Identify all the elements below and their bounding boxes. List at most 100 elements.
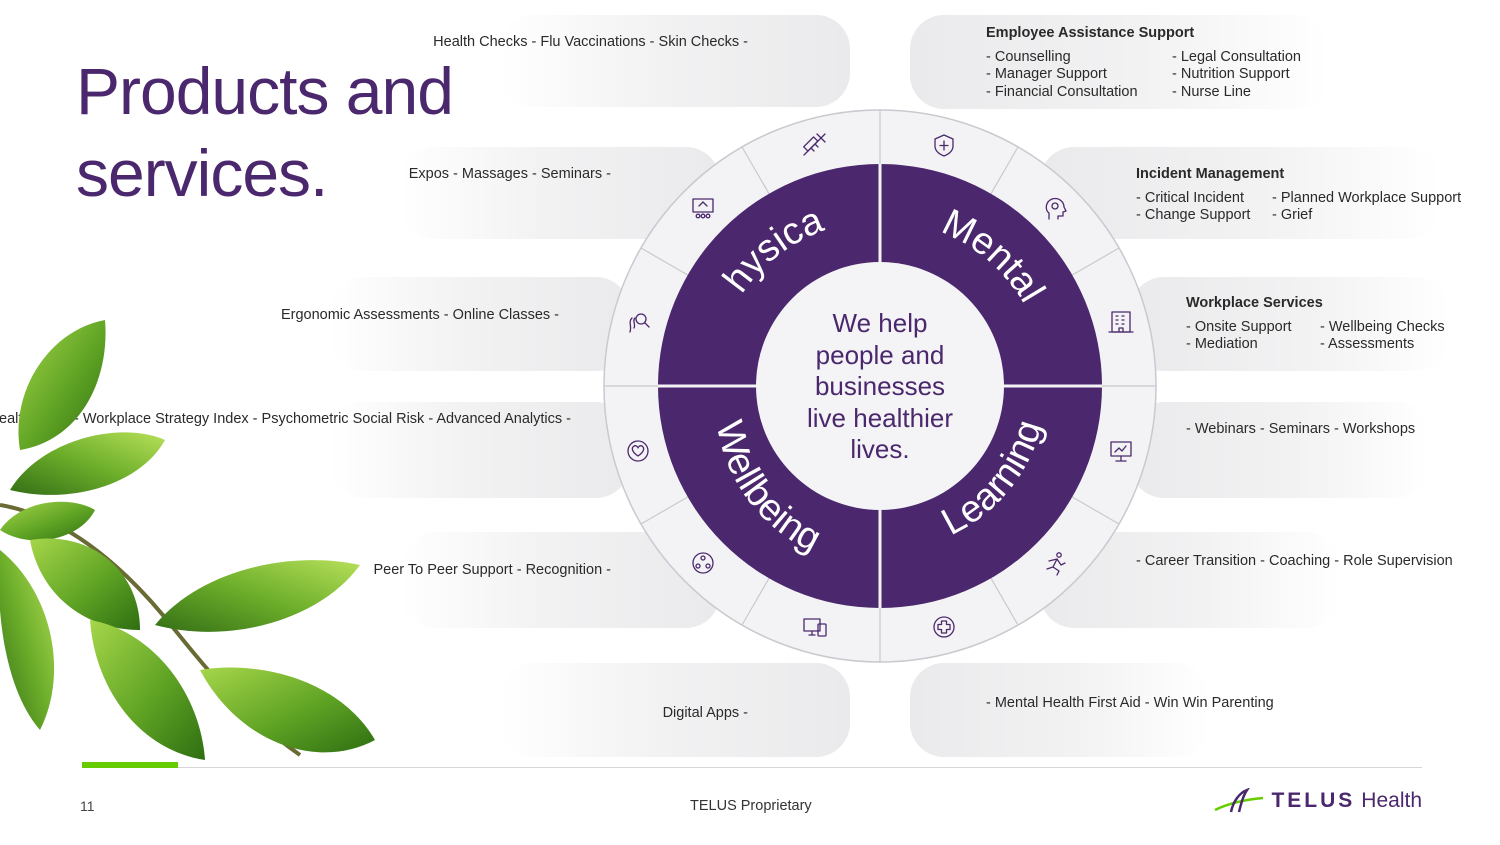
ergonomic-search-icon <box>629 313 650 333</box>
leaf <box>0 550 55 730</box>
label-item: Online Classes - <box>452 307 559 323</box>
label-item: - Win Win Parenting <box>1144 695 1274 711</box>
label-item: - Mediation <box>1186 336 1258 352</box>
group-presentation-icon <box>692 198 714 219</box>
band-eas <box>910 15 1330 109</box>
label-group-incident: Incident Management - Critical Incident … <box>1136 166 1461 225</box>
label-item: Flu Vaccinations - <box>540 34 655 50</box>
label-item: - Nurse Line <box>1172 83 1251 100</box>
ring-divider <box>1071 247 1120 277</box>
group-heading: Employee Assistance Support <box>986 25 1195 41</box>
label-item: - Role Supervision <box>1334 553 1453 569</box>
telus-swoosh-icon <box>1214 788 1264 813</box>
leaf <box>200 667 375 753</box>
label-item: - Financial Consultation <box>986 83 1138 100</box>
ring-divider <box>640 495 689 525</box>
label-item: Digital Apps - <box>662 705 748 721</box>
leaf <box>10 432 165 495</box>
label-item: - Assessments <box>1320 336 1415 352</box>
people-circle-icon <box>692 552 714 574</box>
label-item: - Planned Workplace Support <box>1272 189 1462 206</box>
presentation-screen-icon <box>1110 441 1132 462</box>
label-item: - Workshops <box>1334 421 1416 437</box>
label-item: - Critical Incident <box>1136 189 1244 206</box>
title-line-2: services. <box>76 136 328 210</box>
band-webinars <box>1130 402 1430 498</box>
syringe-icon <box>803 133 826 156</box>
label-item: Expos - <box>408 166 458 182</box>
label-item: Ergonomic Assessments - <box>280 307 449 323</box>
label-item: - Wellbeing Checks <box>1320 318 1445 335</box>
logo-wordmark: TELUS <box>1271 789 1356 812</box>
band-health-checks <box>500 15 850 107</box>
label-group-career: - Career Transition - Coaching - Role Su… <box>1136 553 1453 571</box>
label-item: - Legal Consultation <box>1172 48 1301 65</box>
proprietary-notice: TELUS Proprietary <box>690 798 812 814</box>
logo-health-text: Health <box>1361 789 1422 812</box>
leaves-illustration <box>0 320 375 760</box>
ring-divider <box>741 146 771 195</box>
center-line: live healthier <box>807 403 953 433</box>
ring-divider <box>640 247 689 277</box>
center-line: businesses <box>815 371 945 401</box>
label-item: Psychometric Social Risk - <box>261 411 434 427</box>
center-line: people and <box>816 340 945 370</box>
heart-circle-icon <box>627 440 649 462</box>
label-group-health-checks: Health Checks - Flu Vaccinations - Skin … <box>433 34 748 52</box>
ring-divider <box>989 146 1019 195</box>
title-line-1: Products and <box>76 54 454 128</box>
devices-icon <box>803 618 827 637</box>
label-item: Massages - <box>461 166 537 182</box>
page-number: 11 <box>80 798 95 814</box>
ring-dividers <box>604 110 1156 662</box>
ring-divider <box>741 577 771 626</box>
band-analytics <box>330 402 630 498</box>
label-item: - Manager Support <box>986 66 1107 82</box>
label-item: - Career Transition <box>1136 553 1257 569</box>
label-item: - Nutrition Support <box>1172 66 1290 82</box>
ring-divider <box>1071 495 1120 525</box>
leaf <box>30 538 140 630</box>
leaf <box>0 501 95 541</box>
label-item: Workplace Strategy Index - <box>82 411 258 427</box>
center-statement: We help people and businesses live healt… <box>807 308 953 464</box>
group-heading: Workplace Services <box>1186 295 1323 311</box>
label-item: Recognition - <box>525 562 611 578</box>
group-heading: Incident Management <box>1136 166 1285 182</box>
label-item: - Coaching <box>1260 553 1331 569</box>
label-item: - Change Support <box>1136 207 1251 223</box>
telus-health-logo: TELUS Health <box>1213 788 1422 814</box>
footer-divider <box>82 767 1422 768</box>
band-workplace <box>1130 277 1450 371</box>
running-person-icon <box>1046 552 1066 576</box>
head-gears-icon <box>1045 197 1067 220</box>
label-item: - Seminars <box>1259 421 1330 437</box>
center-circle <box>756 262 1004 510</box>
label-group-ergonomic: Ergonomic Assessments - Online Classes - <box>281 307 559 325</box>
label-item: - Onsite Support <box>1186 318 1292 335</box>
label-item: Skin Checks - <box>658 34 748 50</box>
shield-cross-icon <box>934 134 954 157</box>
label-item: Seminars - <box>540 166 611 182</box>
band-digital <box>500 663 850 757</box>
label-group-digital: Digital Apps - <box>663 705 748 723</box>
office-building-icon <box>1108 311 1134 333</box>
label-group-webinars: - Webinars - Seminars - Workshops <box>1186 421 1415 439</box>
leaf <box>18 320 106 450</box>
center-line: lives. <box>850 434 909 464</box>
ring-divider <box>989 577 1019 626</box>
medical-cross-icon <box>933 616 955 638</box>
label-item: Peer To Peer Support - <box>373 562 522 578</box>
page-title: Products and services. <box>76 50 454 214</box>
label-item: - Grief <box>1272 207 1313 223</box>
label-item: Advanced Analytics - <box>436 411 571 427</box>
label-item: - Counselling <box>986 48 1071 65</box>
center-line: We help <box>833 308 928 338</box>
band-mhfa <box>910 663 1210 757</box>
label-group-eas: Employee Assistance Support - Counsellin… <box>986 25 1301 101</box>
band-incident <box>1040 147 1440 239</box>
band-ergonomic <box>330 277 630 371</box>
leaf <box>90 620 205 760</box>
label-item: - Mental Health First Aid <box>986 695 1141 711</box>
